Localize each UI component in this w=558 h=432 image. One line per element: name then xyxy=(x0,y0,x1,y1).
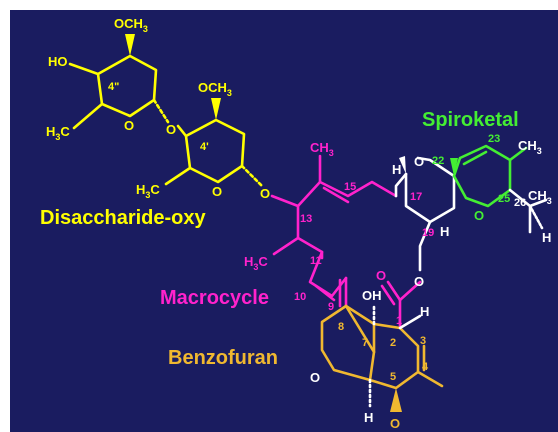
ester-o-bond xyxy=(398,280,422,302)
position-4p: 4' xyxy=(200,141,209,153)
ester-carbonyl-bond xyxy=(386,280,402,302)
disaccharide-group xyxy=(68,54,264,188)
macrocycle-group xyxy=(270,154,422,330)
macrocycle-label: Macrocycle xyxy=(160,287,269,309)
benzofuran-group xyxy=(320,304,444,390)
c19-hydrogen: H xyxy=(440,224,449,239)
spiro-oxygen: O xyxy=(474,208,484,223)
benzofuran-white-bonds xyxy=(368,304,422,408)
structure-diagram: OCH3 OCH3 HO H3C H3C O O O O 4" 4' Disac… xyxy=(40,16,552,431)
position-4: 4 xyxy=(422,361,429,373)
c26-methyl-bond xyxy=(528,198,548,208)
outer-sugar-methyl-bond xyxy=(72,102,104,130)
position-3: 3 xyxy=(420,335,426,347)
position-17: 17 xyxy=(410,191,422,203)
outer-sugar-ring xyxy=(96,54,158,118)
inner-methyl-label: H3C xyxy=(136,182,160,200)
outer-methoxy-wedge xyxy=(125,34,135,56)
position-25: 25 xyxy=(498,193,510,205)
position-11: 11 xyxy=(310,255,322,267)
outer-sugar-glycosidic-bond xyxy=(152,98,170,124)
c26-methyl-label: CH3 xyxy=(528,188,552,206)
spiroketal-white-bonds xyxy=(508,188,548,234)
c5-o-wedge xyxy=(390,388,402,412)
c5-oxygen: O xyxy=(390,416,400,431)
inner-ring-oxygen: O xyxy=(212,184,222,199)
position-19: 19 xyxy=(422,227,434,239)
linker-bonds xyxy=(394,156,456,272)
inner-sugar-glycosidic-bond xyxy=(240,164,264,188)
c7-hydroxyl: OH xyxy=(362,288,382,303)
position-9: 9 xyxy=(328,301,334,313)
furan-ring xyxy=(320,304,376,382)
benzofuran-label: Benzofuran xyxy=(168,347,278,369)
inner-methoxy-wedge xyxy=(211,98,221,120)
c16-c17-bond xyxy=(394,172,408,198)
position-1: 1 xyxy=(396,315,402,327)
ester-oxygen: O xyxy=(414,274,424,289)
position-15: 15 xyxy=(344,181,356,193)
disaccharide-label: Disaccharide-oxy xyxy=(40,207,207,229)
c4-methyl-bond xyxy=(416,370,444,388)
position-10: 10 xyxy=(294,291,306,303)
c14-methyl-label: CH3 xyxy=(310,140,334,158)
glycosidic-oxygen-2: O xyxy=(260,186,270,201)
inner-methoxy-label: OCH3 xyxy=(198,80,232,98)
position-22: 22 xyxy=(432,155,444,167)
outer-methoxy-label: OCH3 xyxy=(114,16,148,34)
c1-h-bond xyxy=(398,314,422,330)
position-4pp: 4" xyxy=(108,81,119,93)
c14-c15-double-bond xyxy=(322,186,350,204)
c17-hydrogen: H xyxy=(392,162,401,177)
oxane-ring xyxy=(404,156,456,224)
inner-sugar-ring xyxy=(184,118,246,184)
c22-c23-double-bond xyxy=(462,150,488,166)
position-26: 26 xyxy=(514,197,526,209)
c23-methyl-label: CH3 xyxy=(518,138,542,156)
position-13: 13 xyxy=(300,213,312,225)
inner-sugar-methyl-bond xyxy=(164,166,192,186)
spiroketal-label: Spiroketal xyxy=(422,109,519,131)
outer-ring-oxygen: O xyxy=(124,118,134,133)
macrocycle-backbone xyxy=(270,180,398,208)
spiro-ring xyxy=(452,144,512,208)
c26-h-dash xyxy=(528,204,544,230)
c6-hydrogen: H xyxy=(364,410,373,425)
c13-c12-bond xyxy=(272,204,300,256)
position-23: 23 xyxy=(488,133,500,145)
diagram-slide: OCH3 OCH3 HO H3C H3C O O O O 4" 4' Disac… xyxy=(10,10,558,432)
c26-hydrogen: H xyxy=(542,230,551,245)
cyclohexene-ring xyxy=(368,322,420,390)
spiroketal-group xyxy=(452,144,528,208)
outer-sugar-oh-bond xyxy=(68,62,100,76)
carbonyl-oxygen: O xyxy=(376,268,386,283)
position-5: 5 xyxy=(390,371,396,383)
c22-h-wedge xyxy=(450,158,458,176)
position-7: 7 xyxy=(362,337,368,349)
c25-c26-bond xyxy=(508,188,532,208)
position-8: 8 xyxy=(338,321,344,333)
c17-h-wedge xyxy=(399,156,406,174)
c7-c8-bond xyxy=(344,304,376,354)
c1-hydrogen: H xyxy=(420,304,429,319)
position-2: 2 xyxy=(390,337,396,349)
outer-methyl-label: H3C xyxy=(46,124,70,142)
ester-carbonyl-double xyxy=(380,284,396,306)
outer-hydroxyl-label: HO xyxy=(48,54,68,69)
glycosidic-oxygen-1: O xyxy=(166,122,176,137)
furan-oxygen: O xyxy=(310,370,320,385)
c10-c11-double-bond xyxy=(314,284,336,302)
inner-sugar-link-bond xyxy=(176,124,188,138)
oxane-oxygen: O xyxy=(414,154,424,169)
c23-methyl-bond xyxy=(508,146,528,162)
c12-methyl-label: H3C xyxy=(244,254,268,272)
c19-ester-bond xyxy=(418,220,432,272)
